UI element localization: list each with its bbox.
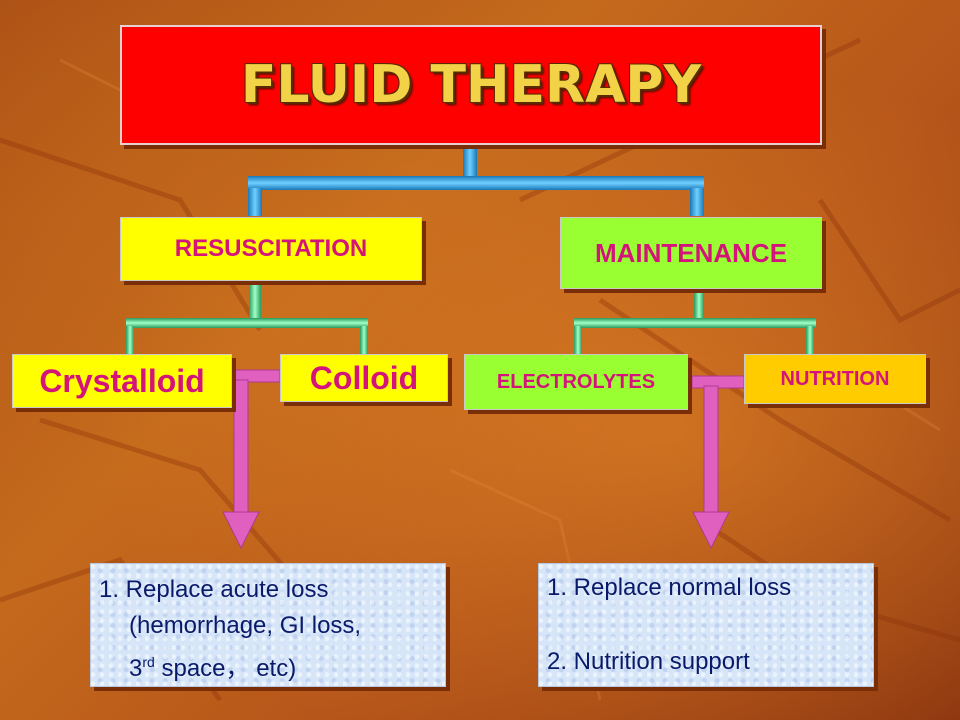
info-third-rest: space， etc) — [154, 655, 297, 682]
nutrition-label: NUTRITION — [780, 367, 890, 390]
arrow-right-head — [692, 511, 730, 550]
page-title: FLUID THERAPY — [240, 55, 702, 115]
crystalloid-box: Crystalloid — [12, 354, 232, 408]
connector-left-drop — [248, 188, 262, 216]
maintenance-info-line-2: 2. Nutrition support — [547, 648, 750, 675]
connector-right-drop — [690, 188, 704, 216]
resuscitation-info-line-1: 1. Replace acute loss — [99, 576, 329, 603]
crystalloid-label: Crystalloid — [39, 362, 205, 399]
colloid-box: Colloid — [280, 354, 448, 402]
resuscitation-info-line-3: 3rd space， etc) — [99, 644, 445, 687]
connector-colloid-drop — [360, 326, 368, 354]
maintenance-info-line-1: 1. Replace normal loss — [547, 574, 792, 601]
connector-maint-stem — [694, 290, 704, 320]
connector-title-stem — [463, 146, 477, 176]
info-third-number: 3 — [129, 655, 143, 682]
title-box: FLUID THERAPY — [120, 25, 822, 145]
connector-resus-stem — [249, 282, 261, 320]
maintenance-label: MAINTENANCE — [594, 237, 788, 268]
connector-nutrition-drop — [806, 326, 814, 354]
electrolytes-label: ELECTROLYTES — [496, 370, 656, 393]
colloid-label: Colloid — [309, 359, 419, 396]
arrow-right-shaft — [703, 385, 719, 513]
nutrition-box: NUTRITION — [744, 354, 926, 404]
arrow-left-head — [222, 511, 260, 550]
connector-maint-bar — [574, 318, 816, 328]
resuscitation-info-box: 1. Replace acute loss (hemorrhage, GI lo… — [90, 563, 446, 687]
connector-top-bar — [248, 176, 704, 190]
maintenance-box: MAINTENANCE — [560, 217, 822, 289]
arrow-left-shaft — [233, 379, 249, 513]
maintenance-info-box: 1. Replace normal loss 2. Nutrition supp… — [538, 563, 874, 687]
resuscitation-label: RESUSCITATION — [174, 235, 368, 262]
connector-resus-bar — [126, 318, 368, 328]
resuscitation-box: RESUSCITATION — [120, 217, 422, 281]
electrolytes-box: ELECTROLYTES — [464, 354, 688, 410]
info-third-suffix: rd — [142, 654, 155, 670]
resuscitation-info-line-2: (hemorrhage, GI loss, — [129, 612, 362, 639]
connector-crystalloid-drop — [126, 326, 134, 354]
connector-electrolytes-drop — [574, 326, 582, 354]
